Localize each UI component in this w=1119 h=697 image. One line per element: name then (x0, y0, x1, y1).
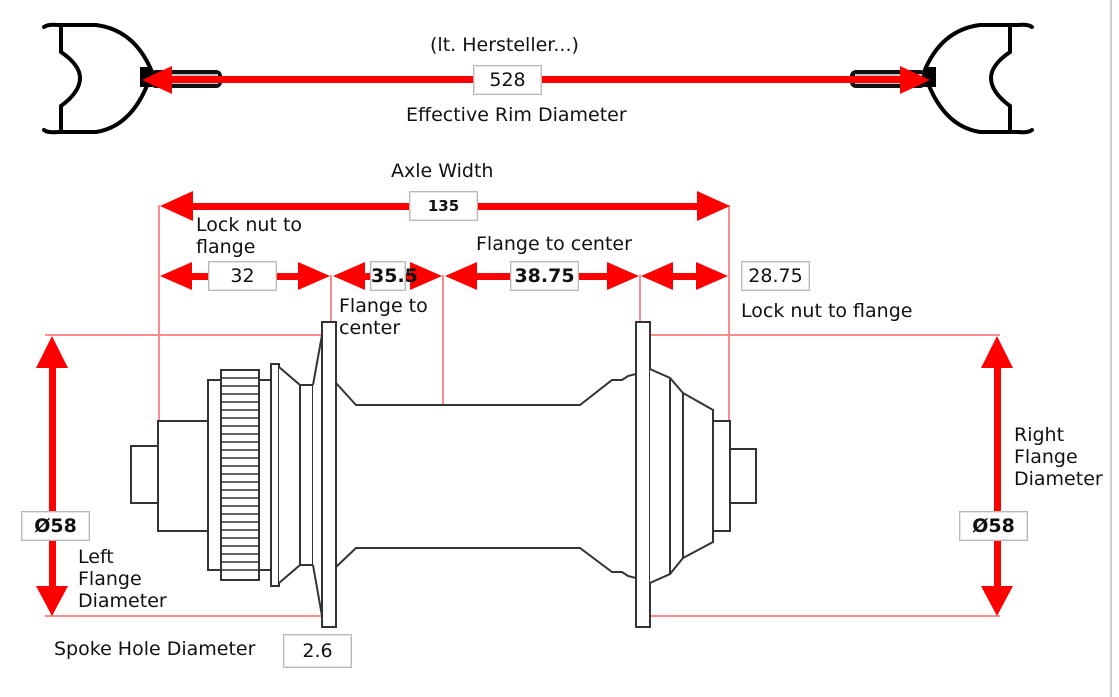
left-flange-diameter-line (36, 336, 68, 616)
left-locknut-input[interactable]: 32 (208, 261, 277, 291)
left-flange-diameter-label: Left Flange Diameter (78, 546, 167, 612)
rim-left-arrowhead (142, 66, 172, 94)
rim-diameter-input[interactable]: 528 (473, 65, 542, 95)
axle-left-arrowhead (160, 191, 193, 221)
right-flange-diameter-label: Right Flange Diameter (1014, 424, 1103, 490)
right-locknut (712, 420, 731, 532)
left-flange-center-label: Flange to center (339, 295, 428, 339)
frame-edge (1110, 0, 1112, 697)
right-flange-center-input[interactable]: 38.75 (510, 261, 579, 291)
left-locknut (157, 420, 209, 532)
freehub-spline-lines (221, 377, 259, 571)
axle-right-arrowhead (697, 191, 730, 221)
left-axle-end (130, 445, 159, 504)
right-flange (635, 321, 651, 628)
guide-lines (45, 205, 1000, 617)
left-locknut-label: Lock nut to flange (196, 214, 303, 258)
hub-drawing (130, 321, 757, 628)
rim-right-arrowhead (900, 66, 930, 94)
right-flange-diameter-input[interactable]: Ø58 (959, 511, 1028, 541)
left-flange (321, 321, 337, 628)
axle-width-input[interactable]: 135 (409, 191, 478, 221)
left-flange-center-input[interactable]: 35.5 (370, 261, 418, 291)
right-axle-end (729, 448, 757, 504)
left-flange-diameter-input[interactable]: Ø58 (21, 511, 90, 541)
spoke-hole-label: Spoke Hole Diameter (54, 638, 256, 660)
right-locknut-input[interactable]: 28.75 (741, 261, 810, 291)
left-rim-icon (42, 22, 155, 135)
rim-diameter-label: Effective Rim Diameter (406, 104, 627, 126)
axle-width-label: Axle Width (391, 160, 494, 182)
right-flange-diameter-line (981, 336, 1013, 616)
rim-note: (lt. Hersteller...) (430, 34, 579, 56)
spoke-hole-input[interactable]: 2.6 (283, 634, 352, 668)
right-rim-icon (921, 22, 1034, 135)
right-locknut-label: Lock nut to flange (741, 300, 913, 322)
right-flange-center-label: Flange to center (476, 233, 632, 255)
